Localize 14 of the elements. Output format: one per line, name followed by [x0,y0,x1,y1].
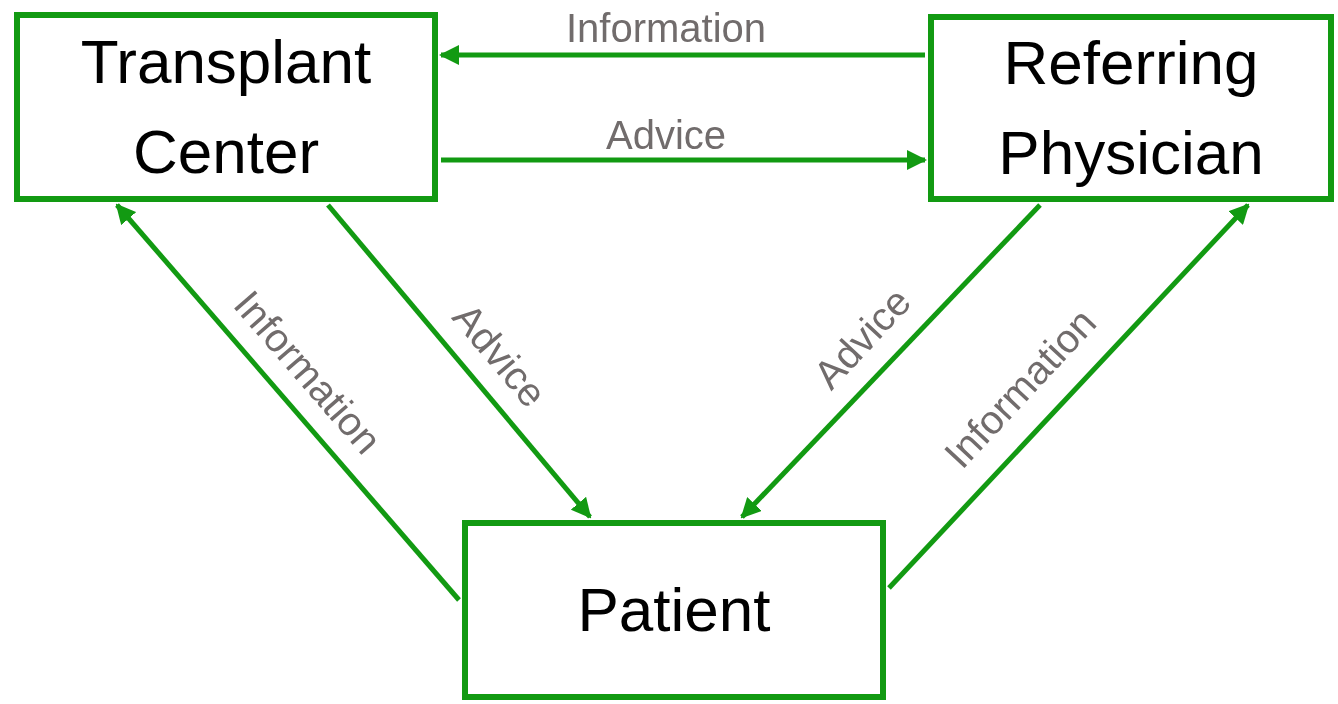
box-label: Referring Physician [997,27,1265,189]
arrow [439,45,925,65]
process-box [462,520,886,700]
box-label: Transplant Center [79,26,373,188]
arrow [115,203,461,602]
edge-label: Advice [605,115,727,155]
arrow [887,203,1250,590]
process-box [928,14,1334,202]
box-label: Patient [577,574,771,647]
arrow [441,150,927,170]
edge-label: Information [565,8,767,48]
process-box [14,12,438,202]
arrow [740,203,1042,519]
arrow [326,203,592,519]
